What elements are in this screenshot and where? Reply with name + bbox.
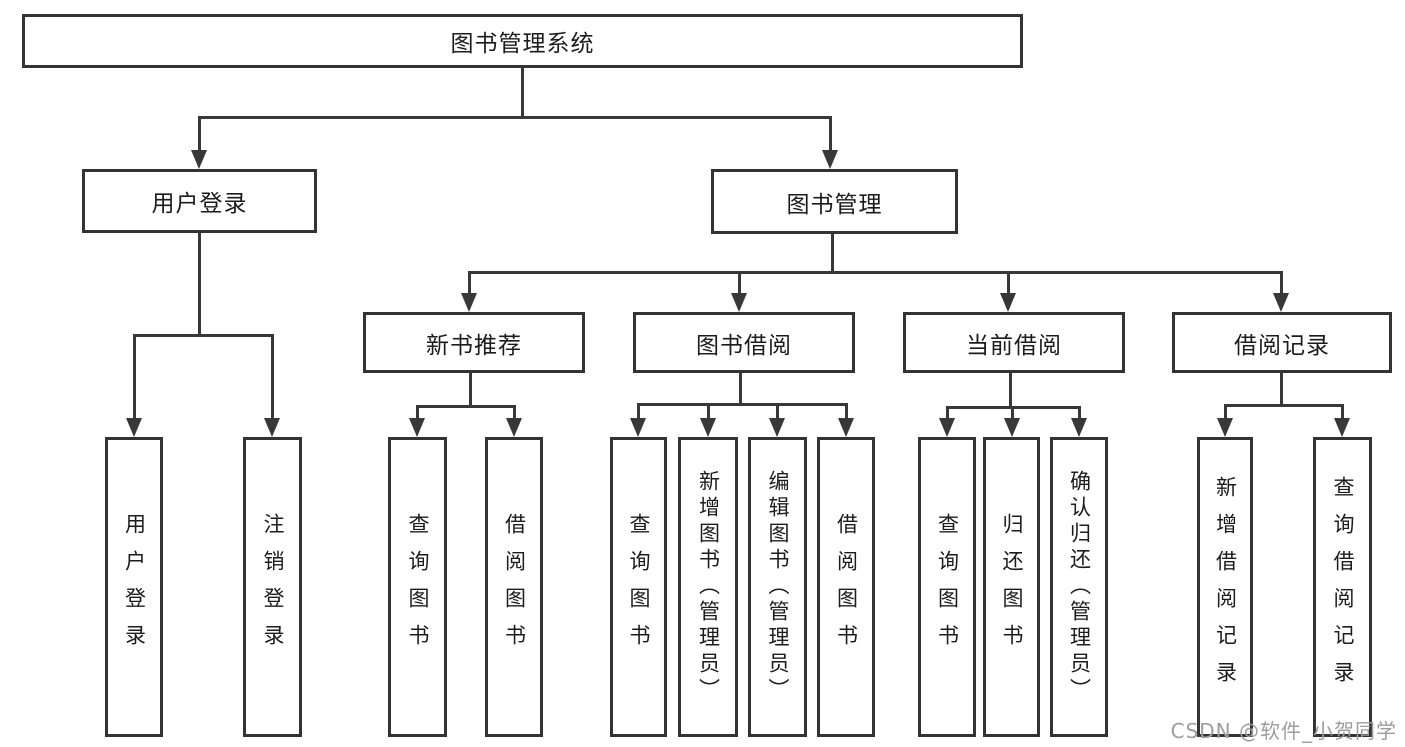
watermark: CSDN @软件_小贺同学 xyxy=(1170,719,1397,743)
connector-arrow-stem xyxy=(1010,407,1014,422)
connector-arrow-stem xyxy=(844,404,848,422)
arrowhead-down-icon xyxy=(506,418,522,437)
node-label: 确认归还（管理员） xyxy=(1067,470,1092,704)
arrowhead-down-icon xyxy=(409,418,425,437)
arrowhead-down-icon xyxy=(1217,418,1233,437)
node-leaf-edit-books: 编辑图书（管理员） xyxy=(748,437,807,737)
arrowhead-down-icon xyxy=(1071,418,1087,437)
node-book-management: 图书管理 xyxy=(711,169,958,234)
arrowhead-down-icon xyxy=(939,418,955,437)
connector-arrow-stem xyxy=(1006,272,1010,297)
connector-bar xyxy=(197,115,832,119)
connector-arrow-stem xyxy=(706,404,710,422)
arrowhead-down-icon xyxy=(1273,293,1289,312)
node-leaf-confirm-return: 确认归还（管理员） xyxy=(1050,437,1108,737)
node-label: 借阅图书 xyxy=(502,513,527,661)
node-label: 用户登录 xyxy=(151,191,248,217)
connector-bar xyxy=(132,333,274,337)
node-label: 图书管理系统 xyxy=(450,31,595,57)
connector-stem xyxy=(197,233,201,335)
arrowhead-down-icon xyxy=(630,418,646,437)
arrowhead-down-icon xyxy=(822,150,838,169)
arrowhead-down-icon xyxy=(191,150,207,169)
connector-arrow-stem xyxy=(1279,272,1283,297)
node-label: 查询图书 xyxy=(627,513,651,661)
node-label: 图书管理 xyxy=(786,191,883,218)
connector-arrow-stem xyxy=(828,117,832,154)
node-leaf-return-books: 归还图书 xyxy=(983,437,1040,737)
arrowhead-down-icon xyxy=(126,418,142,437)
connector-arrow-stem xyxy=(1340,405,1344,422)
node-label: 注销登录 xyxy=(261,513,285,661)
connector-stem xyxy=(468,373,472,406)
node-new-book-recommend: 新书推荐 xyxy=(363,312,585,373)
node-label: 借阅记录 xyxy=(1234,332,1330,359)
arrowhead-down-icon xyxy=(838,418,854,437)
node-label: 归还图书 xyxy=(1000,513,1024,661)
node-label: 查询图书 xyxy=(406,513,430,661)
connector-stem xyxy=(830,234,834,272)
connector-arrow-stem xyxy=(197,117,201,154)
node-borrowing-records: 借阅记录 xyxy=(1172,312,1392,373)
node-label: 图书借阅 xyxy=(696,332,792,359)
node-leaf-add-books: 新增图书（管理员） xyxy=(678,437,738,737)
node-leaf-borrow-books-2: 借阅图书 xyxy=(817,437,875,737)
connector-bar xyxy=(1223,403,1344,407)
connector-bar xyxy=(467,270,1283,274)
node-label: 当前借阅 xyxy=(966,332,1062,359)
arrowhead-down-icon xyxy=(769,418,785,437)
node-leaf-query-books-3: 查询图书 xyxy=(918,437,976,737)
connector-arrow-stem xyxy=(415,406,419,422)
connector-arrow-stem xyxy=(636,404,640,422)
node-user-login: 用户登录 xyxy=(82,169,317,233)
arrowhead-down-icon xyxy=(461,293,477,312)
arrowhead-down-icon xyxy=(1000,293,1016,312)
node-leaf-user-login: 用户登录 xyxy=(105,437,163,737)
connector-stem xyxy=(738,373,742,404)
connector-arrow-stem xyxy=(1077,407,1081,422)
node-label: 编辑图书（管理员） xyxy=(766,470,790,704)
node-label: 查询图书 xyxy=(935,513,960,661)
arrowhead-down-icon xyxy=(700,418,716,437)
arrowhead-down-icon xyxy=(731,293,747,312)
connector-arrow-stem xyxy=(1223,405,1227,422)
node-leaf-add-borrow-record: 新增借阅记录 xyxy=(1197,437,1253,737)
node-label: 查询借阅记录 xyxy=(1331,476,1355,698)
node-label: 新增借阅记录 xyxy=(1213,476,1238,698)
connector-stem xyxy=(1279,373,1283,405)
arrowhead-down-icon xyxy=(264,418,280,437)
arrowhead-down-icon xyxy=(1004,418,1020,437)
node-label: 用户登录 xyxy=(122,513,147,661)
node-leaf-logout: 注销登录 xyxy=(243,437,302,737)
connector-bar xyxy=(636,402,848,406)
connector-arrow-stem xyxy=(467,272,471,297)
connector-arrow-stem xyxy=(737,272,741,297)
connector-arrow-stem xyxy=(512,406,516,422)
connector-arrow-stem xyxy=(270,335,274,422)
connector-arrow-stem xyxy=(775,404,779,422)
node-book-borrowing: 图书借阅 xyxy=(633,312,855,373)
node-label: 新书推荐 xyxy=(426,332,522,359)
node-leaf-query-borrow-record: 查询借阅记录 xyxy=(1313,437,1372,737)
node-label: 借阅图书 xyxy=(834,513,859,661)
connector-arrow-stem xyxy=(945,407,949,422)
node-leaf-query-books-2: 查询图书 xyxy=(610,437,667,737)
connector-bar xyxy=(415,404,516,408)
connector-stem xyxy=(1008,373,1012,407)
node-leaf-borrow-books-1: 借阅图书 xyxy=(485,437,543,737)
node-leaf-query-books-1: 查询图书 xyxy=(388,437,447,737)
node-label: 新增图书（管理员） xyxy=(696,470,721,704)
node-current-borrowing: 当前借阅 xyxy=(903,312,1125,373)
connector-arrow-stem xyxy=(132,335,136,422)
node-system: 图书管理系统 xyxy=(22,14,1023,68)
connector-stem xyxy=(520,68,524,117)
arrowhead-down-icon xyxy=(1334,418,1350,437)
